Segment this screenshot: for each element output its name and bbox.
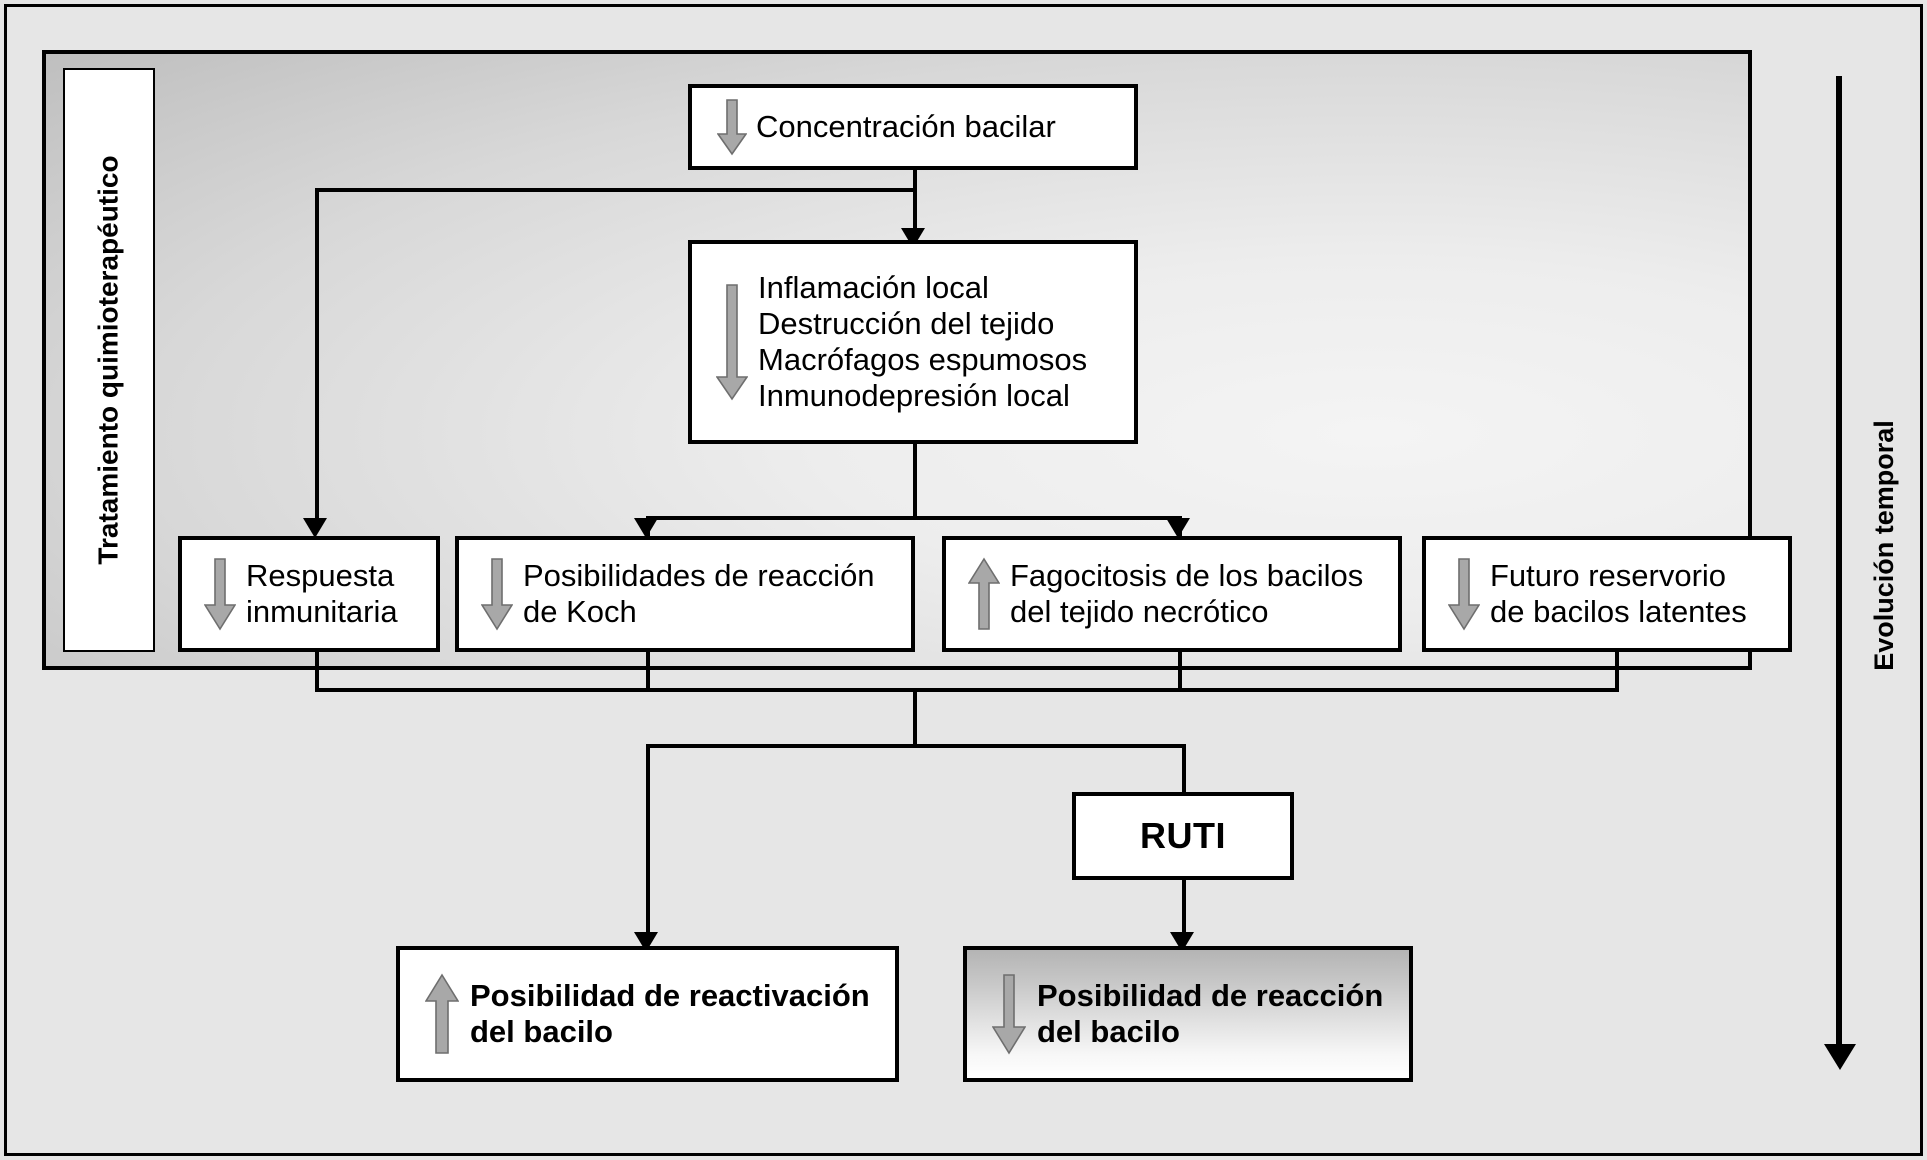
down-arrow-icon bbox=[708, 98, 756, 156]
node-respuesta-inmunitaria[interactable]: Respuesta inmunitaria bbox=[178, 536, 440, 652]
node-posibilidad-reactivacion[interactable]: Posibilidad de reactivación del bacilo bbox=[396, 946, 899, 1082]
down-arrow-icon bbox=[706, 283, 758, 401]
collector-drop-koch bbox=[646, 652, 650, 692]
time-axis-label-text: Evolución temporal bbox=[1868, 419, 1899, 671]
node-fagocitosis-bacilos[interactable]: Fagocitosis de los bacilos del tejido ne… bbox=[942, 536, 1402, 652]
down-arrow-icon bbox=[194, 557, 246, 631]
up-arrow-icon bbox=[958, 557, 1010, 631]
node-inflamacion-label: Inflamación local Destrucción del tejido… bbox=[758, 270, 1088, 413]
connector-branch-to-respuesta-v bbox=[315, 188, 319, 528]
connector-collector-trunk bbox=[913, 688, 917, 748]
node-futuro-reservorio[interactable]: Futuro reservorio de bacilos latentes bbox=[1422, 536, 1792, 652]
time-axis-label: Evolución temporal bbox=[1852, 330, 1916, 760]
node-respuesta-label: Respuesta inmunitaria bbox=[246, 558, 398, 629]
treatment-phase-label-text: Tratamiento quimioterapéutico bbox=[93, 155, 125, 565]
treatment-phase-label: Tratamiento quimioterapéutico bbox=[63, 68, 155, 652]
connector-to-reactivacion-v bbox=[646, 744, 650, 944]
node-koch-label: Posibilidades de reacción de Koch bbox=[523, 558, 875, 629]
collector-drop-respuesta bbox=[315, 652, 319, 692]
connector-concentracion-trunk bbox=[913, 169, 917, 239]
connector-inflamacion-trunk bbox=[913, 443, 917, 520]
down-arrow-icon bbox=[1438, 557, 1490, 631]
node-ruti[interactable]: RUTI bbox=[1072, 792, 1294, 880]
node-posibilidades-reaccion-koch[interactable]: Posibilidades de reacción de Koch bbox=[455, 536, 915, 652]
down-arrow-icon bbox=[981, 973, 1037, 1055]
time-axis-arrowhead-icon bbox=[1824, 1044, 1856, 1070]
connector-to-ruti-v bbox=[1182, 744, 1186, 806]
collector-drop-fagocitosis bbox=[1178, 652, 1182, 692]
arrowhead-to-fagocitosis bbox=[1166, 518, 1190, 538]
node-reservorio-label: Futuro reservorio de bacilos latentes bbox=[1490, 558, 1747, 629]
arrowhead-to-koch bbox=[634, 518, 658, 538]
connector-branch-to-respuesta-h bbox=[315, 188, 915, 192]
node-inflamacion-local[interactable]: Inflamación local Destrucción del tejido… bbox=[688, 240, 1138, 444]
down-arrow-icon bbox=[471, 557, 523, 631]
node-fagocitosis-label: Fagocitosis de los bacilos del tejido ne… bbox=[1010, 558, 1364, 629]
connector-ruti-to-reaccion bbox=[1182, 877, 1186, 945]
arrowhead-to-respuesta bbox=[303, 518, 327, 538]
node-reactivacion-label: Posibilidad de reactivación del bacilo bbox=[470, 978, 870, 1049]
collector-bus bbox=[315, 688, 1619, 692]
node-posibilidad-reaccion[interactable]: Posibilidad de reacción del bacilo bbox=[963, 946, 1413, 1082]
node-ruti-label: RUTI bbox=[1140, 815, 1226, 857]
node-concentracion-label: Concentración bacilar bbox=[756, 109, 1056, 145]
connector-fanout-bus bbox=[646, 516, 1182, 520]
node-reaccion-label: Posibilidad de reacción del bacilo bbox=[1037, 978, 1384, 1049]
time-axis-line bbox=[1836, 76, 1842, 1056]
connector-split-bus bbox=[646, 744, 1186, 748]
node-concentracion-bacilar[interactable]: Concentración bacilar bbox=[688, 84, 1138, 170]
collector-drop-reservorio bbox=[1615, 652, 1619, 692]
up-arrow-icon bbox=[414, 973, 470, 1055]
